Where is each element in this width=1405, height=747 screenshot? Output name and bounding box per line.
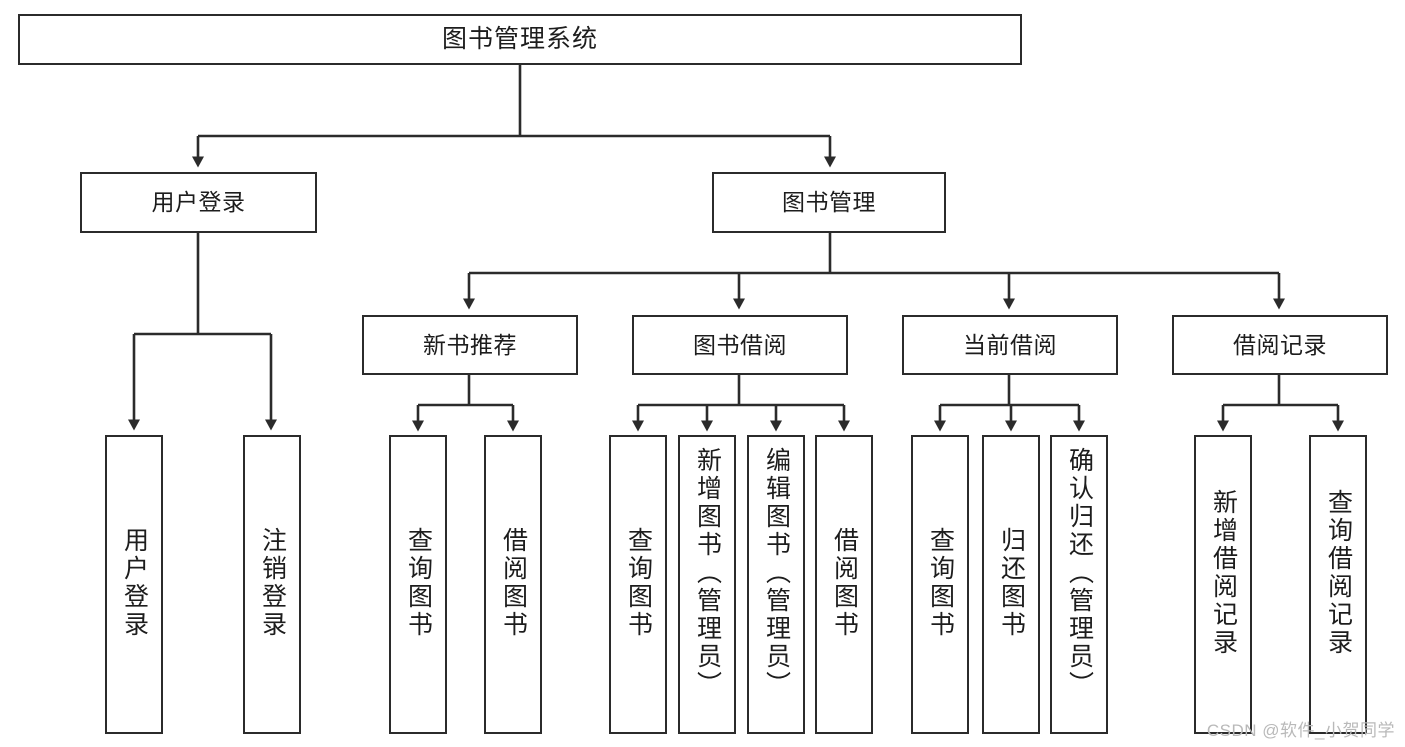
node-leaf-borrow-book-b[interactable]: 借阅图书	[815, 435, 873, 734]
node-leaf-query-book-a[interactable]: 查询图书	[389, 435, 447, 734]
node-leaf-user-login[interactable]: 用户登录	[105, 435, 163, 734]
node-leaf-borrow-book-a[interactable]: 借阅图书	[484, 435, 542, 734]
node-leaf-return-book-label: 归还图书	[997, 527, 1026, 639]
node-leaf-add-record-label: 新增借阅记录	[1209, 489, 1238, 657]
node-book-borrow[interactable]: 图书借阅	[632, 315, 848, 375]
node-root[interactable]: 图书管理系统	[18, 14, 1022, 65]
node-leaf-add-book[interactable]: 新增图书（管理员）	[678, 435, 736, 734]
node-current-borrow-label: 当前借阅	[963, 331, 1057, 358]
node-leaf-edit-book-label: 编辑图书（管理员）	[762, 447, 791, 699]
watermark-text: CSDN @软件_小贺同学	[1206, 721, 1395, 740]
node-leaf-add-record[interactable]: 新增借阅记录	[1194, 435, 1252, 734]
node-book-manage-label: 图书管理	[782, 189, 876, 216]
node-leaf-confirm-return-label: 确认归还（管理员）	[1065, 447, 1094, 699]
node-root-label: 图书管理系统	[441, 25, 598, 54]
node-borrow-record[interactable]: 借阅记录	[1172, 315, 1388, 375]
node-leaf-query-book-b-label: 查询图书	[624, 527, 653, 639]
node-leaf-borrow-book-a-label: 借阅图书	[499, 527, 528, 639]
node-leaf-logout-label: 注销登录	[258, 527, 287, 639]
node-leaf-logout[interactable]: 注销登录	[243, 435, 301, 734]
node-book-manage[interactable]: 图书管理	[712, 172, 946, 233]
node-user-login-label: 用户登录	[151, 189, 246, 216]
node-leaf-return-book[interactable]: 归还图书	[982, 435, 1040, 734]
node-new-book-rec-label: 新书推荐	[423, 331, 517, 358]
node-leaf-query-book-c[interactable]: 查询图书	[911, 435, 969, 734]
node-leaf-confirm-return[interactable]: 确认归还（管理员）	[1050, 435, 1108, 734]
node-book-borrow-label: 图书借阅	[693, 331, 787, 358]
node-leaf-query-book-a-label: 查询图书	[404, 527, 433, 639]
node-leaf-query-record-label: 查询借阅记录	[1324, 489, 1353, 657]
node-new-book-rec[interactable]: 新书推荐	[362, 315, 578, 375]
node-leaf-borrow-book-b-label: 借阅图书	[830, 527, 859, 639]
node-leaf-user-login-label: 用户登录	[120, 527, 149, 639]
node-current-borrow[interactable]: 当前借阅	[902, 315, 1118, 375]
node-user-login[interactable]: 用户登录	[80, 172, 317, 233]
node-leaf-query-book-b[interactable]: 查询图书	[609, 435, 667, 734]
node-leaf-edit-book[interactable]: 编辑图书（管理员）	[747, 435, 805, 734]
node-leaf-query-book-c-label: 查询图书	[926, 527, 955, 639]
node-borrow-record-label: 借阅记录	[1233, 331, 1327, 358]
node-leaf-query-record[interactable]: 查询借阅记录	[1309, 435, 1367, 734]
node-leaf-add-book-label: 新增图书（管理员）	[693, 447, 722, 699]
